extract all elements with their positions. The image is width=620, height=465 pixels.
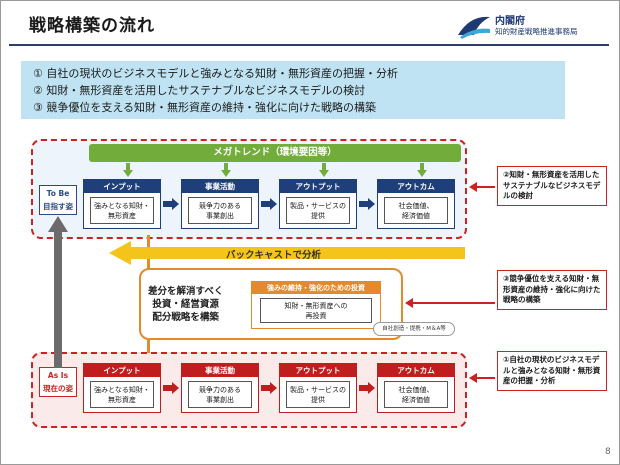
card-body: 社会価値、 経済価値 <box>384 197 448 224</box>
investment-card: 強みの維持・強化のための投資 知財・無形資産への 再投資 <box>251 281 381 329</box>
as-is-card-output: アウトプット 製品・サービスの 提供 <box>279 363 357 413</box>
megatrend-arrow-icon <box>221 163 231 177</box>
flow-arrow-icon <box>359 198 375 210</box>
megatrend-arrow-icon <box>319 163 329 177</box>
flow-arrow-icon <box>261 198 277 210</box>
cabinet-office-logo-icon <box>458 16 490 39</box>
flow-arrow-icon <box>261 382 277 394</box>
card-head: 事業活動 <box>182 180 258 193</box>
card-body: 製品・サービスの 提供 <box>286 197 350 224</box>
as-is-card-input: インプット 強みとなる知財・ 無形資産 <box>83 363 161 413</box>
logo-org-name: 内閣府 <box>495 16 525 27</box>
as-is-label: As Is 現在の姿 <box>39 367 77 397</box>
card-body: 製品・サービスの 提供 <box>286 381 350 408</box>
note-pointer-icon <box>469 373 495 383</box>
objective-2: ② 知財・無形資産を活用したサステナブルなビジネスモデルの検討 <box>33 84 366 97</box>
note-step-1: ①自社の現状のビジネスモデルと強みとなる知財・無形資産の把握・分析 <box>497 351 607 391</box>
as-is-to-be-arrow-icon <box>48 216 68 368</box>
card-body: 強みとなる知財・ 無形資産 <box>90 197 154 224</box>
megatrend-arrow-icon <box>417 163 427 177</box>
flow-arrow-icon <box>163 382 179 394</box>
objectives-panel <box>21 61 565 119</box>
objective-3: ③ 競争優位を支える知財・無形資産の維持・強化に向けた戦略の構築 <box>33 101 377 114</box>
card-body: 強みとなる知財・ 無形資産 <box>90 381 154 408</box>
investment-card-head: 強みの維持・強化のための投資 <box>252 282 380 294</box>
card-body: 社会価値、 経済価値 <box>384 381 448 408</box>
investment-methods-bubble: 自社創造・提携・M＆A等 <box>373 322 455 336</box>
flow-arrow-icon <box>163 198 179 210</box>
objective-1: ① 自社の現状のビジネスモデルと強みとなる知財・無形資産の把握・分析 <box>33 67 399 80</box>
note-pointer-icon <box>405 298 495 308</box>
card-head: アウトプット <box>280 364 356 377</box>
card-head: アウトカム <box>378 364 454 377</box>
logo-dept-name: 知的財産戦略推進事務局 <box>495 27 578 36</box>
card-head: アウトプット <box>280 180 356 193</box>
to-be-card-outcome: アウトカム 社会価値、 経済価値 <box>377 179 455 229</box>
page-number: 8 <box>605 447 611 457</box>
flow-arrow-icon <box>359 382 375 394</box>
as-is-card-outcome: アウトカム 社会価値、 経済価値 <box>377 363 455 413</box>
note-pointer-icon <box>469 182 495 192</box>
to-be-label: To Be 目指す姿 <box>39 185 77 215</box>
page-title: 戦略構築の流れ <box>29 16 155 36</box>
note-step-3: ③競争優位を支える知財・無形資産の維持・強化に向けた戦略の構築 <box>497 270 607 310</box>
card-head: 事業活動 <box>182 364 258 377</box>
note-step-2: ②知財・無形資産を活用したサステナブルなビジネスモデルの検討 <box>497 166 607 206</box>
megatrend-arrow-icon <box>123 163 133 177</box>
title-divider <box>9 44 609 46</box>
card-head: インプット <box>84 180 160 193</box>
as-is-card-business: 事業活動 競争力のある 事業創出 <box>181 363 259 413</box>
investment-card-body: 知財・無形資産への 再投資 <box>260 298 372 323</box>
card-head: インプット <box>84 364 160 377</box>
card-head: アウトカム <box>378 180 454 193</box>
card-body: 競争力のある 事業創出 <box>188 381 252 408</box>
to-be-card-output: アウトプット 製品・サービスの 提供 <box>279 179 357 229</box>
gap-strategy-text: 差分を解消すべく 投資・経営資源 配分戦略を構築 <box>148 286 224 323</box>
backcast-label: バックキャストで分析 <box>226 250 322 261</box>
to-be-card-input: インプット 強みとなる知財・ 無形資産 <box>83 179 161 229</box>
card-body: 競争力のある 事業創出 <box>188 197 252 224</box>
backcast-arrow-icon <box>109 241 465 265</box>
to-be-card-business: 事業活動 競争力のある 事業創出 <box>181 179 259 229</box>
megatrend-bar: メガトレンド（環境要因等） <box>89 144 461 162</box>
